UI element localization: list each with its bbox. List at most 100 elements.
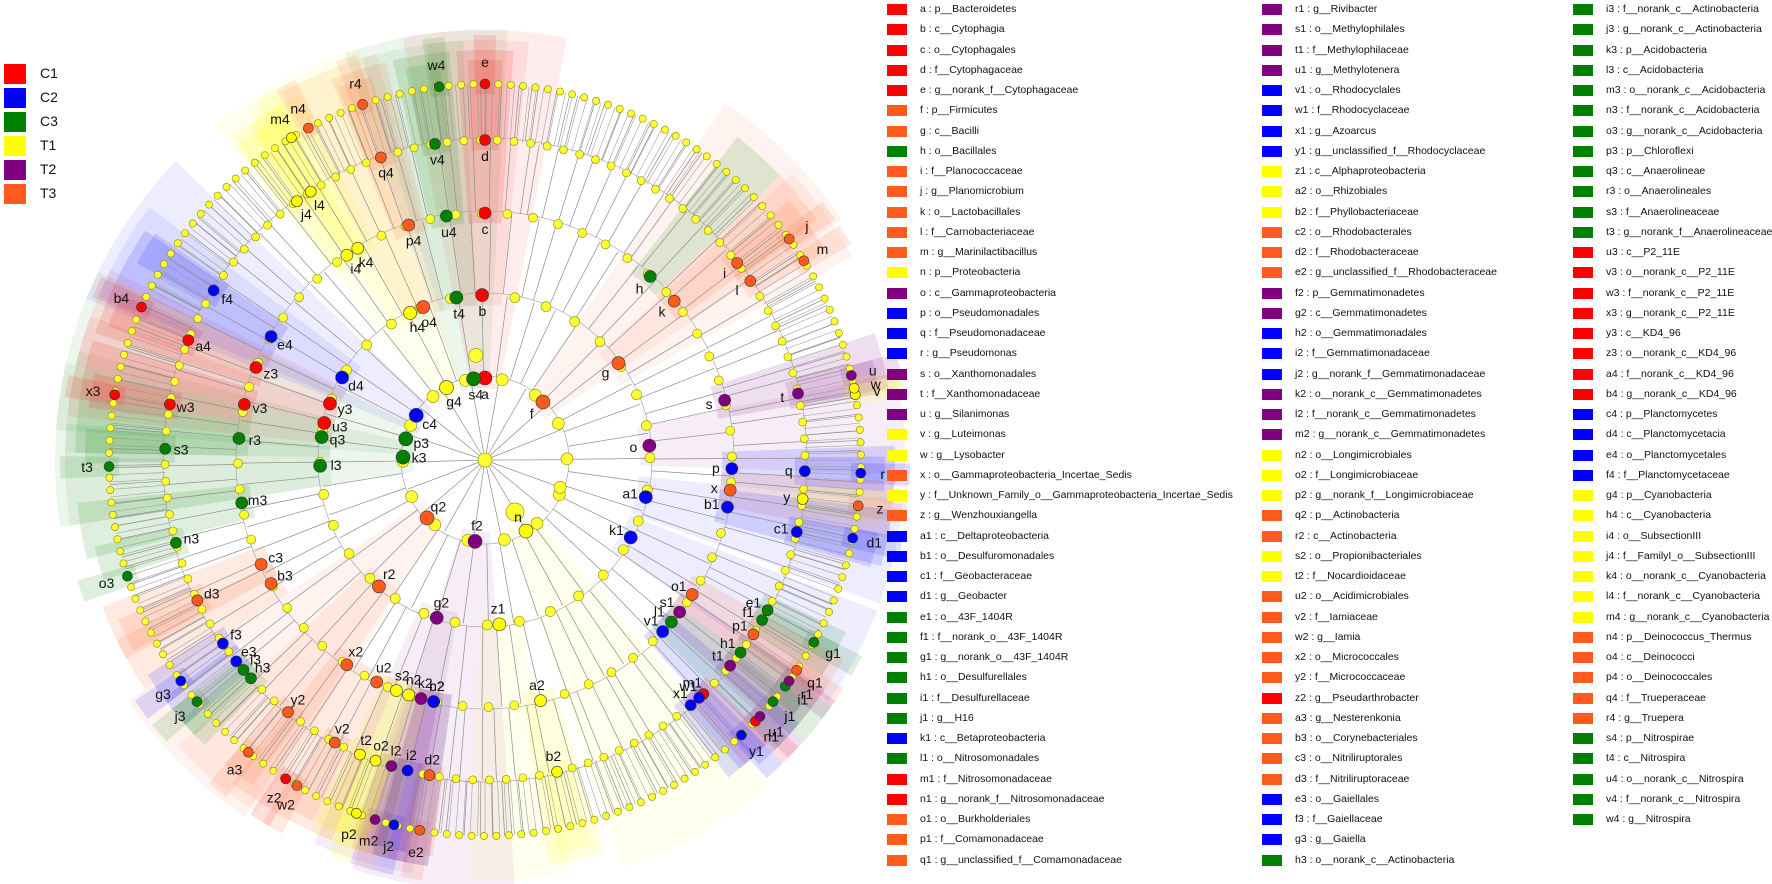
tree-branch: [406, 225, 433, 302]
tree-node: [781, 566, 790, 575]
group-legend-label: T2: [40, 161, 57, 177]
tree-branch: [787, 336, 841, 356]
biomarker-label: l: [735, 282, 738, 298]
tree-branch: [591, 684, 624, 749]
biomarker-node: [313, 458, 327, 473]
tree-branch: [507, 781, 513, 836]
biomarker-label: k4: [359, 254, 374, 270]
tree-branch: [509, 625, 522, 705]
tree-branch: [411, 91, 423, 147]
tree-branch: [232, 180, 270, 222]
tree-branch: [549, 231, 581, 307]
biomarker-node: [479, 78, 491, 90]
tree-branch: [736, 227, 781, 263]
tree-branch: [491, 84, 493, 141]
tree-node: [312, 273, 322, 284]
tree-node: [331, 172, 341, 182]
tree-branch: [203, 672, 246, 710]
tree-branch: [792, 546, 847, 563]
biomarker-label: q: [785, 463, 793, 479]
biomarker-label: y3: [338, 401, 353, 417]
tree-branch: [509, 778, 515, 835]
biomarker-label: a2: [529, 677, 545, 693]
tree-branch: [440, 86, 448, 143]
biomarker-node: [846, 370, 857, 381]
biomarker-label: l4: [314, 197, 325, 213]
tree-branch: [682, 711, 718, 756]
tree-branch: [745, 648, 791, 681]
tree-branch: [800, 526, 854, 538]
tree-branch: [612, 114, 635, 165]
tree-node: [467, 831, 476, 840]
tree-branch: [780, 315, 833, 338]
tree-branch: [246, 169, 283, 213]
tree-branch: [123, 546, 178, 563]
biomarker-label: e4: [277, 337, 293, 353]
tree-node: [644, 730, 654, 740]
tree-branch: [649, 736, 678, 784]
tree-node: [567, 763, 577, 773]
tree-branch: [618, 750, 643, 802]
clade-shade: [281, 54, 445, 325]
tree-branch: [685, 165, 720, 209]
tree-node: [105, 473, 114, 482]
tree-branch: [522, 86, 530, 143]
tree-branch: [396, 94, 411, 149]
biomarker-node: [351, 808, 362, 819]
tree-node: [386, 318, 397, 330]
tree-branch: [275, 147, 308, 195]
tree-node: [615, 105, 624, 113]
clade-shade: [682, 681, 766, 769]
biomarker-label: n2: [406, 672, 422, 688]
tree-node: [162, 493, 172, 503]
tree-node: [794, 517, 804, 527]
tree-node: [649, 120, 658, 128]
tree-branch: [204, 305, 268, 340]
tree-branch: [255, 520, 330, 551]
biomarker-label: l2: [391, 743, 402, 759]
tree-node: [648, 792, 656, 801]
tree-branch: [333, 591, 384, 656]
biomarker-node: [492, 617, 507, 632]
tree-node: [715, 238, 725, 247]
tree-branch: [340, 112, 363, 165]
tree-node: [197, 604, 207, 614]
biomarker-label: e: [481, 54, 489, 70]
tree-branch: [375, 100, 393, 154]
tree-node: [278, 312, 288, 323]
tree-branch: [447, 778, 454, 835]
tree-branch: [354, 687, 384, 753]
tree-node: [173, 239, 182, 248]
tree-branch: [791, 552, 845, 570]
tree-branch: [508, 707, 516, 779]
tree-branch: [782, 322, 836, 344]
tree-branch: [635, 128, 663, 178]
biomarker-node: [286, 132, 297, 144]
biomarker-node: [734, 646, 747, 659]
tree-branch: [757, 263, 806, 294]
biomarker-label: z: [877, 501, 884, 517]
tree-node: [554, 824, 563, 833]
biomarker-node: [852, 500, 864, 512]
tree-branch: [110, 430, 167, 436]
tree-branch: [332, 178, 367, 242]
tree-branch: [443, 86, 450, 141]
tree-branch: [612, 115, 636, 167]
tree-branch: [469, 779, 473, 836]
tree-node: [409, 143, 419, 153]
tree-branch: [263, 718, 298, 765]
biomarker-label: v3: [253, 400, 268, 416]
clade-shade: [98, 207, 362, 400]
tree-branch: [645, 391, 723, 415]
tree-branch: [314, 124, 340, 176]
tree-branch: [484, 404, 547, 461]
tree-branch: [307, 128, 335, 178]
tree-node: [181, 229, 189, 238]
clade-shade: [752, 593, 847, 664]
tree-branch: [719, 204, 762, 243]
tree-node: [710, 678, 719, 688]
tree-branch: [785, 570, 838, 591]
biomarker-label: j2: [382, 838, 394, 854]
tree-branch: [413, 90, 425, 144]
tree-node: [109, 510, 117, 519]
